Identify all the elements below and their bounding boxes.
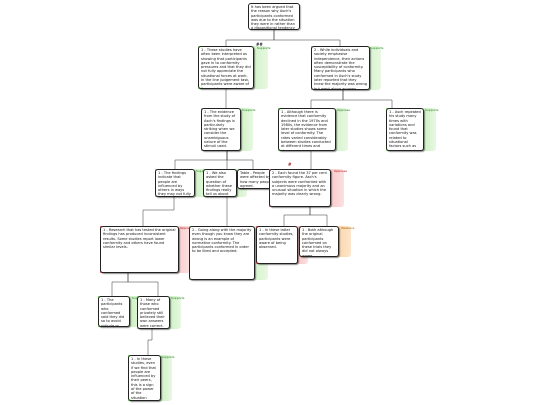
reason-n6[interactable]: 1 - The findings indicate that people ar… [155, 169, 195, 197]
link-n9-n12 [283, 206, 311, 226]
node-marker: ## [256, 42, 263, 47]
reason-n14-text: 1 - The participants who conformed said … [101, 298, 125, 327]
support-tag: Supports [242, 108, 256, 112]
reason-n4[interactable]: 1 - Although there is evidence that conf… [278, 108, 336, 151]
reason-n15[interactable]: 1 - Many of those who conformed privatel… [137, 296, 170, 329]
reason-n4-text: 1 - Although there is evidence that conf… [281, 110, 331, 151]
reason-n6-text: 1 - The findings indicate that people ar… [158, 171, 191, 197]
link-n6-n10 [142, 196, 175, 226]
support-tag: Supports [196, 170, 209, 173]
reason-n7-text: 1 - We also asked the question of whethe… [206, 171, 232, 197]
support-tag: Supports [257, 46, 271, 50]
weaken-tag: Weakens [341, 226, 355, 230]
objection-n10-text: 1 - Research that has tested the origina… [103, 228, 176, 250]
reason-n11[interactable]: 2 - Going along with the majority even t… [189, 226, 255, 280]
oppose-tag: Opposes [180, 226, 193, 230]
reason-n3[interactable]: 1 - The evidence from the study of Asch'… [201, 108, 241, 151]
link-n9-n13 [309, 206, 328, 226]
link-n2-n5 [342, 89, 393, 108]
reason-n11-text: 2 - Going along with the majority even t… [192, 228, 252, 254]
objection-n12[interactable]: 1 - In these latter conformity studies, … [256, 226, 298, 264]
link-n2-n4 [310, 89, 344, 108]
reason-n16[interactable]: 1 - In these studies, even if we find th… [128, 355, 161, 401]
node-marker: # [288, 162, 292, 167]
note-n8[interactable]: Table - People were affected by how many… [237, 169, 275, 189]
claim-root[interactable]: It has been argued that the reason why A… [248, 3, 300, 30]
link-root-n1 [225, 29, 275, 47]
link-n10-n14 [111, 272, 129, 296]
support-tag: Supports [370, 46, 384, 50]
objection-n9[interactable]: 2 - Each found the 37 per cent conformit… [269, 169, 331, 207]
link-n3-n8 [226, 150, 254, 169]
support-tag: Supports [161, 355, 175, 359]
note-n8-text: Table - People were affected by how many… [240, 171, 272, 188]
reason-n5-text: 1 - Asch repeated his study many times w… [389, 110, 421, 151]
link-n10-n15 [127, 272, 159, 296]
reason-n3-text: 1 - The evidence from the study of Asch'… [204, 110, 236, 149]
reason-n1-text: 1 - These studies have often been interp… [201, 48, 251, 89]
reason-n2-text: 2 - While individuals and society emphas… [314, 48, 367, 90]
support-tag: Supports [425, 108, 439, 112]
link-n3-n6 [174, 150, 228, 169]
objection-n10[interactable]: 1 - Research that has tested the origina… [100, 226, 179, 273]
link-root-n2 [273, 29, 341, 47]
oppose-tag: Opposes [334, 169, 347, 173]
reason-n5[interactable]: 1 - Asch repeated his study many times w… [386, 108, 424, 151]
objection-n9-text: 2 - Each found the 37 per cent conformit… [272, 171, 327, 197]
claim-root-text: It has been argued that the reason why A… [251, 5, 295, 30]
reason-n15-text: 1 - Many of those who conformed privatel… [140, 298, 165, 328]
reason-n2[interactable]: 2 - While individuals and society emphas… [311, 46, 370, 90]
link-n15-n16 [147, 328, 153, 355]
support-tag: Opposes [337, 108, 350, 112]
objection-n12-text: 1 - In these latter conformity studies, … [259, 228, 294, 250]
support-tag: Supports [171, 296, 185, 300]
reason-n1[interactable]: 1 - These studies have often been interp… [198, 46, 254, 89]
rebuttal-n13-text: 1 - Both although the original participa… [302, 228, 334, 257]
reason-n16-text: 1 - In these studies, even if we find th… [131, 357, 156, 400]
rebuttal-n13[interactable]: 1 - Both although the original participa… [299, 226, 339, 257]
reason-n7[interactable]: 1 - We also asked the question of whethe… [203, 169, 237, 197]
reason-n14[interactable]: 1 - The participants who conformed said … [98, 296, 130, 327]
